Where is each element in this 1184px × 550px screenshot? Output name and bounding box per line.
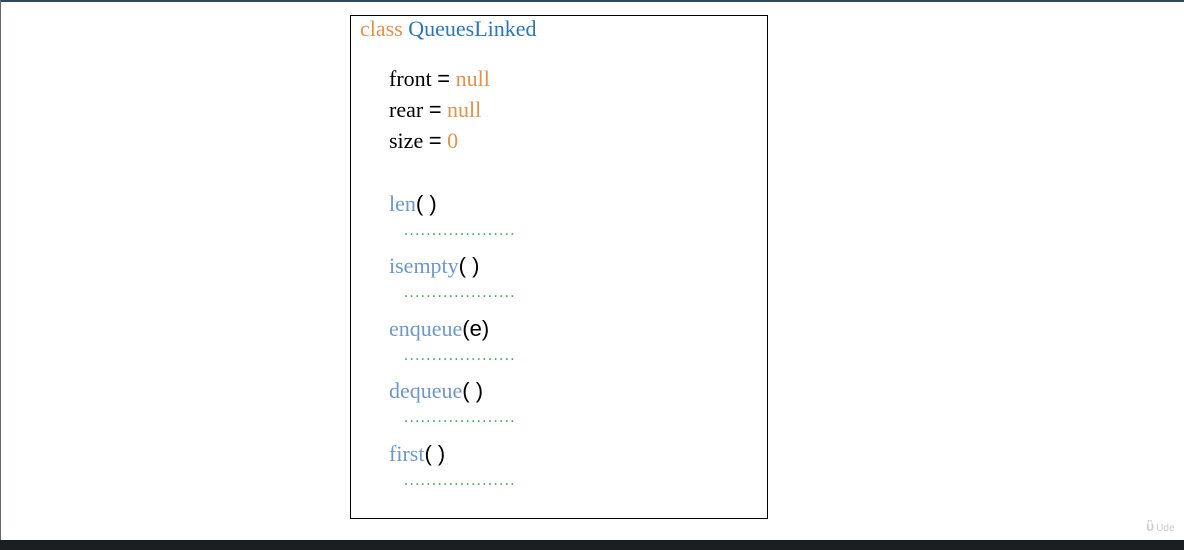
method-params: ( )	[415, 191, 437, 216]
field-value: null	[455, 66, 490, 91]
method-body-placeholder: ....................	[404, 347, 516, 364]
method-name: dequeue	[389, 378, 463, 403]
watermark-text: Ude	[1156, 523, 1175, 534]
left-edge	[0, 0, 1, 540]
method-params: ( )	[462, 378, 484, 403]
field-value: null	[447, 97, 482, 122]
method-isempty: isempty( )	[389, 253, 479, 279]
field-value: 0	[447, 128, 459, 153]
field-operator: =	[437, 66, 451, 91]
method-body-placeholder: ....................	[404, 409, 516, 426]
method-name: len	[389, 191, 416, 216]
method-len: len( )	[389, 191, 437, 217]
class-keyword: class	[360, 16, 403, 41]
field-rear: rear = null	[389, 97, 481, 123]
code-panel: class QueuesLinked front = null rear = n…	[350, 15, 768, 519]
method-body-placeholder: ....................	[404, 222, 516, 239]
method-first: first( )	[389, 441, 445, 467]
udemy-logo-icon: ὒ	[1146, 518, 1155, 534]
field-name: rear	[389, 97, 424, 122]
player-bottom-bar	[0, 540, 1184, 550]
method-enqueue: enqueue(e)	[389, 316, 489, 342]
method-body-placeholder: ....................	[404, 472, 516, 489]
field-front: front = null	[389, 66, 490, 92]
class-name: QueuesLinked	[408, 16, 537, 41]
method-params: ( )	[458, 253, 480, 278]
top-border	[0, 0, 1184, 2]
method-name: isempty	[389, 253, 459, 278]
method-dequeue: dequeue( )	[389, 378, 483, 404]
method-params: (e)	[462, 316, 490, 341]
field-name: front	[389, 66, 432, 91]
field-name: size	[389, 128, 424, 153]
field-size: size = 0	[389, 128, 458, 154]
method-params: ( )	[424, 441, 446, 466]
field-operator: =	[428, 97, 442, 122]
class-declaration: class QueuesLinked	[360, 16, 537, 42]
method-name: enqueue	[389, 316, 463, 341]
field-operator: =	[428, 128, 442, 153]
method-body-placeholder: ....................	[404, 284, 516, 301]
method-name: first	[389, 441, 425, 466]
